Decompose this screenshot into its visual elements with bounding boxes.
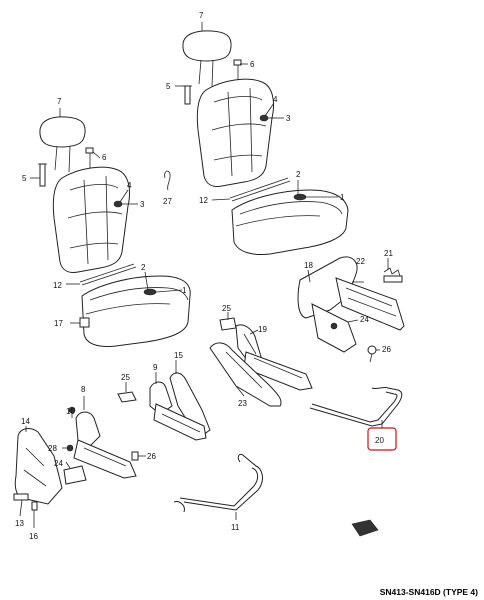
callout-20-highlighted[interactable]: 20 xyxy=(367,420,397,451)
left-seat-frame xyxy=(13,396,146,528)
callout-18: 18 xyxy=(304,261,313,270)
callout-17: 17 xyxy=(54,319,63,328)
part-20-wire[interactable] xyxy=(309,386,403,427)
left-seat-assembly xyxy=(30,108,191,347)
callout-26b: 26 xyxy=(147,452,156,461)
callout-1b: 1 xyxy=(182,286,187,295)
callout-21: 21 xyxy=(384,249,393,258)
callout-16: 16 xyxy=(29,532,38,541)
callout-25a: 25 xyxy=(222,304,231,313)
small-clip-part[interactable] xyxy=(351,519,379,537)
headrest-right[interactable] xyxy=(182,30,232,62)
callout-7b: 7 xyxy=(57,97,62,106)
side-trim-14[interactable] xyxy=(14,428,63,505)
mechanism-8[interactable] xyxy=(75,411,101,449)
callout-labels: 7 6 5 4 3 2 1 12 27 7 6 5 4 3 2 1 12 17 … xyxy=(15,11,393,541)
callout-27: 27 xyxy=(163,197,172,206)
callout-3b: 3 xyxy=(140,200,145,209)
callout-24a: 24 xyxy=(360,315,369,324)
callout-2a: 2 xyxy=(296,170,301,179)
callout-5a: 5 xyxy=(166,82,171,91)
callout-12a: 12 xyxy=(199,196,208,205)
callout-6b: 6 xyxy=(102,153,107,162)
callout-4b: 4 xyxy=(127,181,132,190)
callout-24b: 24 xyxy=(54,459,63,468)
backrest-right[interactable] xyxy=(196,78,275,187)
backrest-left[interactable] xyxy=(52,166,131,273)
callout-3a: 3 xyxy=(286,114,291,123)
callout-25b: 25 xyxy=(121,373,130,382)
callout-7a: 7 xyxy=(199,11,204,20)
trim-23[interactable] xyxy=(209,342,282,407)
headrest-left[interactable] xyxy=(39,116,86,148)
right-seat-frame xyxy=(297,256,405,363)
callout-11: 11 xyxy=(231,523,240,532)
callout-1a: 1 xyxy=(340,193,345,202)
center-frame xyxy=(117,312,313,441)
seat-cushion-right[interactable] xyxy=(231,189,349,255)
callout-20: 20 xyxy=(375,436,384,445)
callout-15: 15 xyxy=(174,351,183,360)
callout-4a: 4 xyxy=(273,95,278,104)
callout-2b: 2 xyxy=(141,263,146,272)
part-11-wire[interactable] xyxy=(173,453,263,520)
callout-10: 10 xyxy=(66,407,75,416)
callout-8: 8 xyxy=(81,385,86,394)
callout-13: 13 xyxy=(15,519,24,528)
callout-22: 22 xyxy=(356,257,365,266)
callout-19: 19 xyxy=(258,325,267,334)
callout-14: 14 xyxy=(21,417,30,426)
callout-6a: 6 xyxy=(250,60,255,69)
callout-26a: 26 xyxy=(382,345,391,354)
callout-12b: 12 xyxy=(53,281,62,290)
callout-28: 28 xyxy=(48,444,57,453)
callout-5b: 5 xyxy=(22,174,27,183)
diagram-caption: SN413-SN416D (TYPE 4) xyxy=(380,587,478,597)
callout-9: 9 xyxy=(153,363,158,372)
right-seat-assembly xyxy=(164,22,349,255)
callout-23: 23 xyxy=(238,399,247,408)
